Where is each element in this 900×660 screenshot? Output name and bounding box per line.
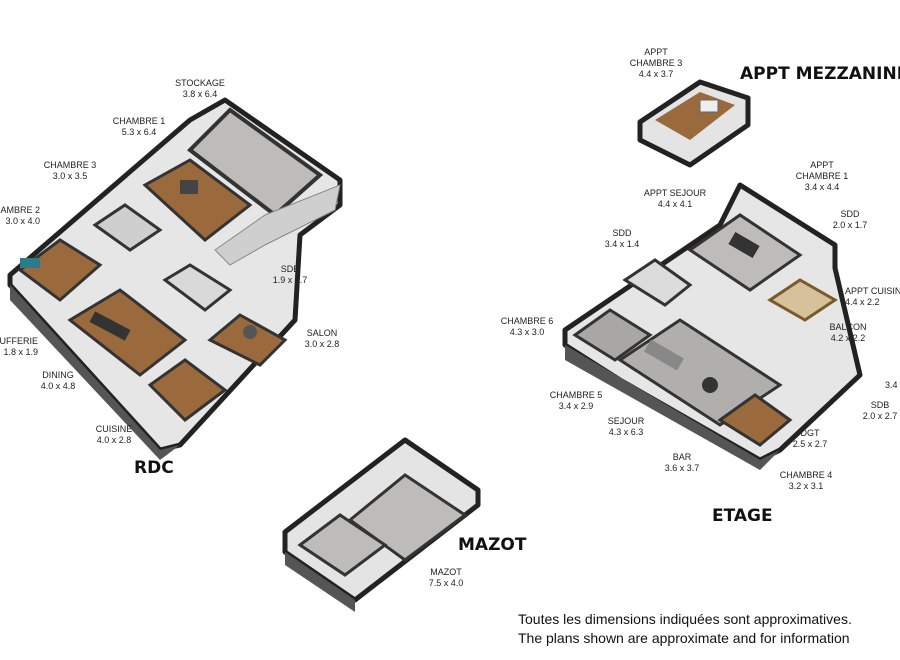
room-dimensions: 4.0 x 2.8 [96, 435, 132, 445]
room-name: APPT SEJOUR [643, 188, 707, 198]
room-label-appt-chambre-1: APPT CHAMBRE 1 3.4 x 4.4 [796, 160, 849, 193]
room-name: CUISINE [95, 424, 133, 434]
room-name: DGT [800, 428, 820, 438]
room-label-sdd-top: SDD 2.0 x 1.7 [833, 209, 868, 231]
room-dimensions: 3.4 x 4.4 [804, 182, 840, 192]
room-dimensions: 4.0 x 4.8 [40, 381, 76, 391]
room-name-line2: CHAMBRE 3 [629, 58, 683, 68]
room-dimensions: 3.2 x 3.1 [788, 481, 824, 491]
room-name: CHAUFFERIE [0, 336, 38, 346]
room-dimensions: 3.8 x 6.4 [182, 89, 218, 99]
room-dimensions: 3.4 x 1.4 [604, 239, 640, 249]
room-dimensions: 1.9 x 2.7 [272, 275, 308, 285]
room-dimensions: 4.4 x 2.2 [845, 297, 880, 307]
room-label-chaufferie: CHAUFFERIE 1.8 x 1.9 [0, 336, 38, 358]
room-label-chambre-6: CHAMBRE 6 4.3 x 3.0 [501, 316, 554, 338]
section-title-mazot: MAZOT [458, 535, 527, 555]
room-label-mazot: MAZOT 7.5 x 4.0 [429, 567, 464, 589]
room-name: DINING [42, 370, 74, 380]
room-dimensions: 4.3 x 6.3 [608, 427, 644, 437]
room-name: SDD [612, 228, 632, 238]
room-dimensions: 1.8 x 1.9 [3, 347, 38, 357]
room-label-appt-sejour: APPT SEJOUR 4.4 x 4.1 [644, 188, 706, 210]
room-dimensions: 2.5 x 2.7 [792, 439, 828, 449]
room-name: CHAMBRE 5 [549, 390, 603, 400]
room-label-chambre-2: CHAMBRE 2 3.0 x 4.0 [0, 205, 40, 227]
room-label-bar: BAR 3.6 x 3.7 [665, 452, 700, 474]
room-name-line2: CHAMBRE 1 [795, 171, 849, 181]
room-name: SDB [870, 400, 890, 410]
room-label-appt-cuisine: APPT CUISINE 4.4 x 2.2 [845, 286, 900, 308]
room-label-stockage: STOCKAGE 3.8 x 6.4 [175, 78, 225, 100]
room-dimensions: 3.0 x 3.5 [52, 171, 88, 181]
room-name: BALCON [829, 322, 867, 332]
section-title-rdc: RDC [134, 458, 174, 478]
room-dimensions: 2.0 x 2.7 [862, 411, 898, 421]
room-label-chambre-3: CHAMBRE 3 3.0 x 3.5 [44, 160, 97, 182]
room-name-line1: APPT [810, 160, 834, 170]
room-dimensions: 5.3 x 6.4 [121, 127, 157, 137]
room-name: STOCKAGE [175, 78, 225, 88]
room-dimensions: 7.5 x 4.0 [428, 578, 464, 588]
room-name: SDD [840, 209, 860, 219]
disclaimer-en: The plans shown are approximate and for … [518, 630, 850, 646]
room-dimensions: 3.0 x 4.0 [5, 216, 40, 226]
room-label-cuisine: CUISINE 4.0 x 2.8 [96, 424, 133, 446]
room-dimensions: 4.4 x 3.7 [638, 69, 674, 79]
room-dimensions: 4.3 x 3.0 [509, 327, 545, 337]
room-dimensions: 4.2 x 2.2 [830, 333, 866, 343]
section-title-appt-mezzanine: APPT MEZZANINE [740, 64, 900, 84]
room-label-chambre-1: CHAMBRE 1 5.3 x 6.4 [113, 116, 166, 138]
room-label-dgt: DGT 2.5 x 2.7 [793, 428, 828, 450]
mezzanine-floor-plan [637, 79, 751, 168]
section-title-etage: ETAGE [712, 506, 773, 526]
room-label-salon: SALON 3.0 x 2.8 [305, 328, 340, 350]
room-name: CHAMBRE 2 [0, 205, 40, 215]
room-dimensions: 3.0 x 2.8 [304, 339, 340, 349]
room-label-unnamed-right: 3.4 [885, 380, 898, 391]
room-dimensions: 4.4 x 4.1 [657, 199, 693, 209]
room-name: APPT CUISINE [845, 286, 900, 296]
room-dimensions: 3.6 x 3.7 [664, 463, 700, 473]
room-dimensions: 3.4 [885, 380, 898, 390]
room-name: CHAMBRE 6 [500, 316, 554, 326]
room-label-balcon: BALCON 4.2 x 2.2 [829, 322, 866, 344]
room-name: CHAMBRE 4 [779, 470, 833, 480]
etage-floor-plan [562, 182, 863, 470]
disclaimer-fr: Toutes les dimensions indiquées sont app… [518, 611, 852, 627]
room-name: SALON [306, 328, 338, 338]
room-dimensions: 2.0 x 1.7 [832, 220, 868, 230]
room-label-chambre-5: CHAMBRE 5 3.4 x 2.9 [550, 390, 603, 412]
room-name: BAR [672, 452, 692, 462]
room-dimensions: 3.4 x 2.9 [558, 401, 594, 411]
room-name: CHAMBRE 1 [112, 116, 166, 126]
mazot-floor-plan [282, 437, 481, 612]
room-name-line1: APPT [644, 47, 668, 57]
room-label-sdb-rdc: SDB 1.9 x 2.7 [273, 264, 308, 286]
rdc-floor-plan [7, 97, 343, 460]
room-name: SDB [280, 264, 300, 274]
room-label-chambre-4: CHAMBRE 4 3.2 x 3.1 [780, 470, 833, 492]
room-label-appt-chambre-3: APPT CHAMBRE 3 4.4 x 3.7 [630, 47, 683, 80]
room-label-dining: DINING 4.0 x 4.8 [41, 370, 76, 392]
room-name: SEJOUR [607, 416, 645, 426]
room-name: MAZOT [430, 567, 462, 577]
room-label-sdb-etage: SDB 2.0 x 2.7 [863, 400, 898, 422]
room-name: CHAMBRE 3 [43, 160, 97, 170]
room-label-sdd-left: SDD 3.4 x 1.4 [605, 228, 640, 250]
room-label-sejour: SEJOUR 4.3 x 6.3 [608, 416, 645, 438]
